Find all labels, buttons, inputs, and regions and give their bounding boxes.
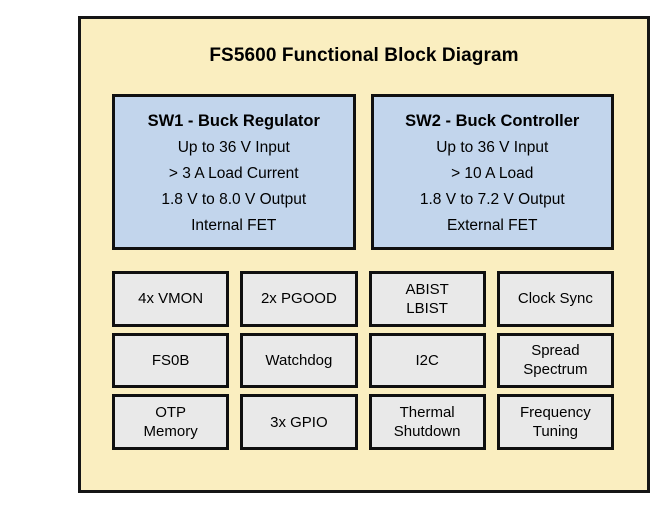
- feature-block-label: Spectrum: [523, 361, 588, 379]
- major-block-spec-line: 1.8 V to 8.0 V Output: [161, 190, 307, 208]
- major-block-spec-line: > 10 A Load: [451, 164, 534, 182]
- feature-block-watchdog: Watchdog: [240, 332, 358, 389]
- feature-block-pgood: 2x PGOOD: [240, 271, 358, 327]
- major-block-spec-line: Up to 36 V Input: [177, 138, 290, 156]
- page-title: FS5600 Functional Block Diagram: [209, 45, 519, 66]
- feature-block-label: Spread: [531, 342, 580, 360]
- feature-block-gpio: 3x GPIO: [240, 394, 358, 450]
- feature-block-label: I2C: [415, 351, 439, 369]
- major-block-spec-line: Up to 36 V Input: [436, 138, 549, 156]
- feature-block-label: Watchdog: [265, 351, 333, 369]
- major-block-spec-line: External FET: [447, 216, 538, 234]
- feature-block-label: Thermal: [399, 404, 455, 422]
- feature-block-label: LBIST: [406, 299, 448, 317]
- feature-block-label: OTP: [155, 404, 187, 422]
- feature-block-label: 2x PGOOD: [260, 290, 337, 308]
- major-block-sw1-buck-regulator: SW1 - Buck Regulator Up to 36 V Input > 3 …: [112, 94, 356, 250]
- major-block-spec-line: > 3 A Load Current: [168, 164, 299, 182]
- feature-block-vmon: 4x VMON: [112, 271, 230, 327]
- feature-block-clock-sync: Clock Sync: [496, 271, 614, 327]
- major-block-heading: SW2 - Buck Controller: [405, 111, 580, 130]
- diagram-panel: FS5600 Functional Block Diagram SW1 - Bu…: [78, 16, 650, 493]
- feature-block-i2c: I2C: [368, 332, 486, 389]
- major-block-sw2-buck-controller: SW2 - Buck Controller Up to 36 V Input > 1…: [370, 94, 614, 250]
- major-block-heading: SW1 - Buck Regulator: [147, 111, 320, 130]
- major-block-spec-line: 1.8 V to 7.2 V Output: [419, 190, 565, 208]
- major-blocks-row: SW1 - Buck Regulator Up to 36 V Input > 3 …: [112, 94, 614, 250]
- feature-block-label: 3x GPIO: [270, 413, 328, 431]
- feature-block-label: 4x VMON: [138, 290, 204, 308]
- feature-block-label: Memory: [143, 423, 198, 441]
- feature-block-label: FS0B: [151, 351, 190, 369]
- feature-block-label: Frequency: [519, 404, 591, 422]
- feature-block-fs0b: FS0B: [112, 332, 230, 389]
- feature-block-label: Shutdown: [393, 423, 461, 441]
- feature-block-label: ABIST: [405, 280, 449, 298]
- feature-block-label: Tuning: [532, 423, 579, 441]
- feature-block-label: Clock Sync: [517, 290, 593, 308]
- major-block-spec-line: Internal FET: [191, 216, 277, 234]
